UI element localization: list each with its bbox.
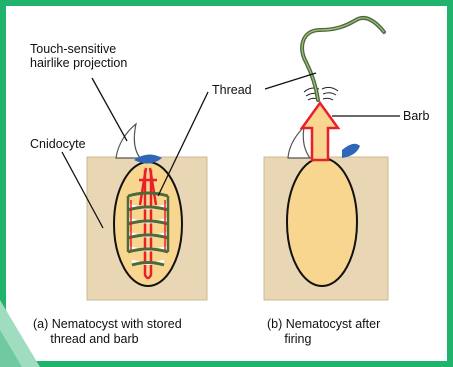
hairlike-projection-b	[288, 127, 310, 158]
label-cnidocyte: Cnidocyte	[30, 137, 86, 151]
everted-barb	[302, 103, 338, 160]
label-touch-sensitive: Touch-sensitive hairlike projection	[30, 42, 127, 70]
label-barb: Barb	[403, 109, 429, 123]
caption-b: (b) Nematocyst after firing	[267, 317, 380, 347]
label-thread: Thread	[212, 83, 252, 97]
operculum-b	[342, 144, 360, 158]
caption-a: (a) Nematocyst with stored thread and ba…	[33, 317, 182, 347]
hairlike-projection-a	[116, 124, 140, 158]
leader-thread-b	[265, 73, 316, 89]
barb-spines	[304, 87, 338, 100]
nematocyst-fired	[264, 18, 388, 300]
nematocyst-stored	[87, 124, 207, 300]
leader-touch-sensitive	[92, 78, 127, 141]
nematocyst-capsule-b	[287, 158, 357, 286]
